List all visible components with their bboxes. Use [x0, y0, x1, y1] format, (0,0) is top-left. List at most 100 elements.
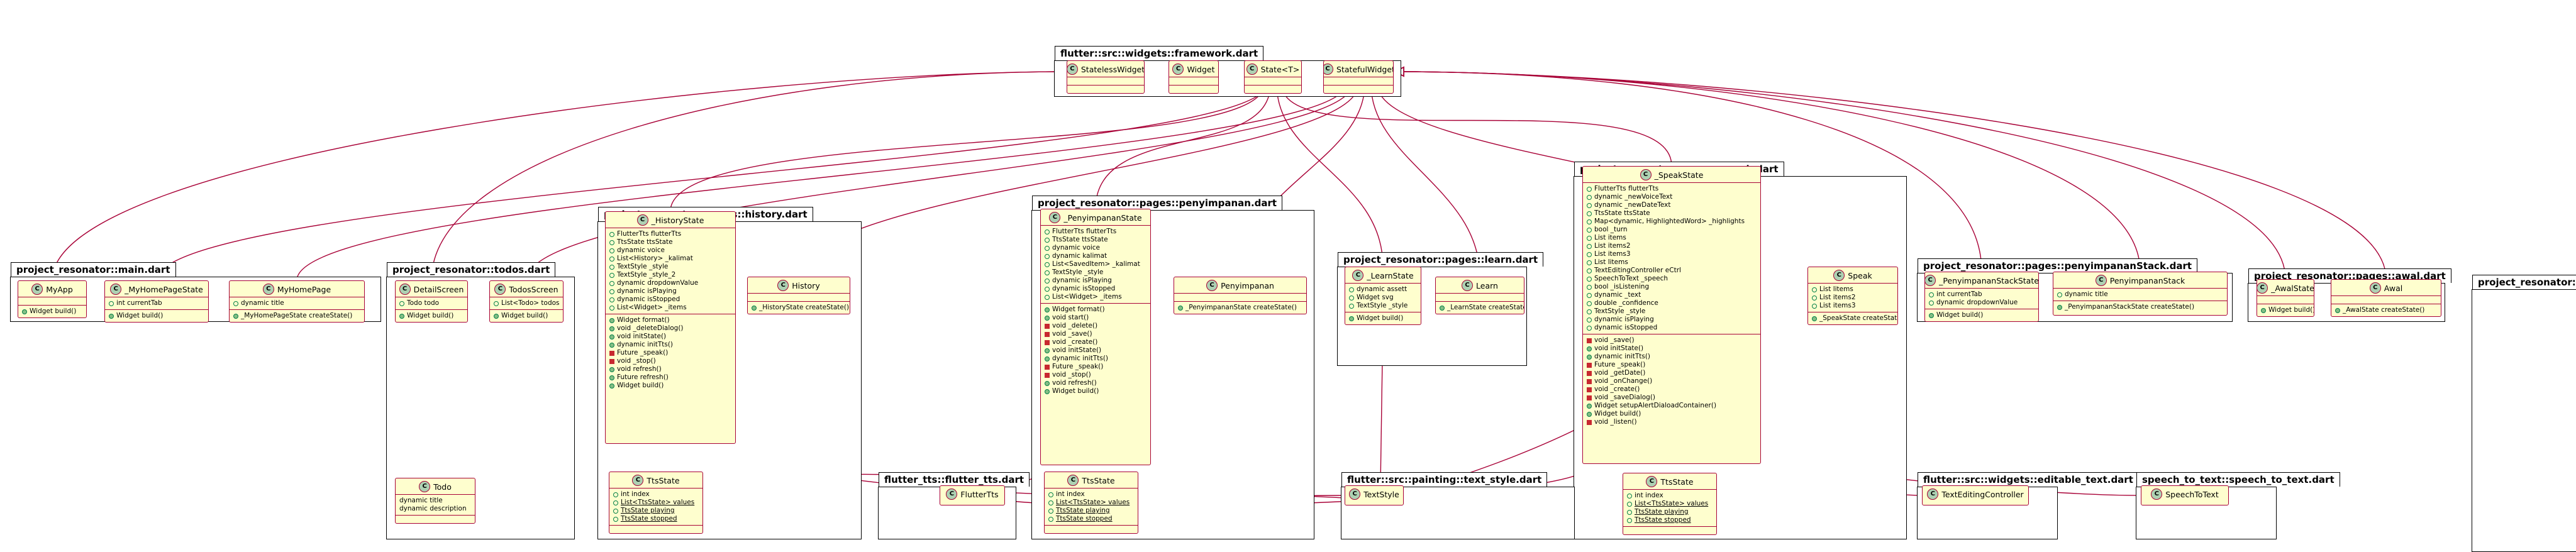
- public-visibility-icon: [1587, 284, 1592, 290]
- member-text: TextStyle _style: [1052, 268, 1104, 276]
- private-visibility-icon: [1587, 370, 1592, 376]
- class-c-icon: C: [1927, 489, 1939, 500]
- inherit-historystate: [670, 84, 1264, 212]
- public-visibility-icon: [1587, 403, 1592, 409]
- method: Widget format(): [609, 316, 731, 324]
- class-name: Learn: [1476, 280, 1498, 290]
- public-visibility-icon: [613, 500, 618, 505]
- class-name: PenyimpananStack: [2109, 275, 2185, 285]
- fields-section: [1169, 77, 1218, 85]
- methods-section: [1623, 526, 1716, 534]
- fields-section: [2331, 295, 2441, 304]
- field: FlutterTts flutterTts: [609, 230, 731, 238]
- class-c-icon: C: [494, 284, 506, 295]
- member-text: _AwalState createState(): [2343, 306, 2425, 314]
- member-text: dynamic isPlaying: [1052, 277, 1112, 284]
- member-text: dynamic title: [241, 299, 284, 307]
- field: dynamic isStopped: [1045, 285, 1146, 293]
- member-text: List<SavedItem> _kalimat: [1052, 260, 1140, 268]
- class-c-icon: C: [2369, 282, 2381, 294]
- member-text: Widget svg: [1357, 294, 1394, 301]
- member-text: TtsState stopped: [1056, 515, 1113, 522]
- member-text: void _listen(): [1594, 418, 1637, 426]
- public-visibility-icon: [609, 280, 614, 286]
- class-name: StatelessWidget: [1080, 64, 1145, 74]
- member-text: Future _speak(): [1594, 361, 1646, 368]
- methods-section: [1245, 85, 1301, 93]
- member-text: dynamic isPlaying: [617, 287, 677, 295]
- class-name: _PenyimpananStackState: [1939, 275, 2039, 285]
- member-text: List<Widget> _items: [1052, 293, 1122, 301]
- field: bool _isListening: [1587, 283, 1757, 291]
- public-visibility-icon: [1587, 276, 1592, 282]
- method: void initState(): [1587, 345, 1757, 353]
- field: dynamic isPlaying: [609, 287, 731, 295]
- class-name: TodosScreen: [509, 284, 558, 294]
- class-name: Widget: [1187, 64, 1215, 74]
- member-text: bool _isListening: [1594, 283, 1650, 290]
- field: TextStyle _style: [609, 263, 731, 271]
- member-text: List<Todo> todos: [501, 299, 560, 307]
- field: dynamic dropdownValue: [1929, 299, 2035, 307]
- member-text: Future _speak(): [1052, 363, 1104, 370]
- public-visibility-icon: [609, 289, 614, 294]
- private-visibility-icon: [1045, 339, 1050, 345]
- package-title: speech_to_text::speech_to_text.dart: [2136, 472, 2340, 487]
- method: dynamic initTts(): [1587, 353, 1757, 361]
- public-visibility-icon: [1587, 301, 1592, 306]
- field: List items2: [1812, 294, 1894, 302]
- field: TextEditingController eCtrl: [1587, 267, 1757, 275]
- class-c-icon: C: [2095, 275, 2107, 286]
- member-text: List litems: [1819, 285, 1853, 293]
- member-text: void _onChange(): [1594, 377, 1653, 385]
- method: Future _speak(): [1045, 363, 1146, 371]
- member-text: bool _turn: [1594, 226, 1628, 233]
- member-text: List<History> _kalimat: [617, 255, 693, 262]
- class-c-icon: C: [777, 280, 789, 291]
- member-text: void initState(): [617, 333, 667, 340]
- member-text: void _stop(): [1052, 371, 1091, 378]
- public-visibility-icon: [1587, 292, 1592, 298]
- method: Widget build(): [22, 307, 82, 316]
- public-visibility-icon: [399, 301, 404, 306]
- method: Widget format(): [1045, 306, 1146, 314]
- private-visibility-icon: [609, 350, 614, 356]
- method: void _listen(): [1587, 418, 1757, 426]
- public-visibility-icon: [233, 301, 238, 306]
- field: dynamic title: [399, 497, 471, 505]
